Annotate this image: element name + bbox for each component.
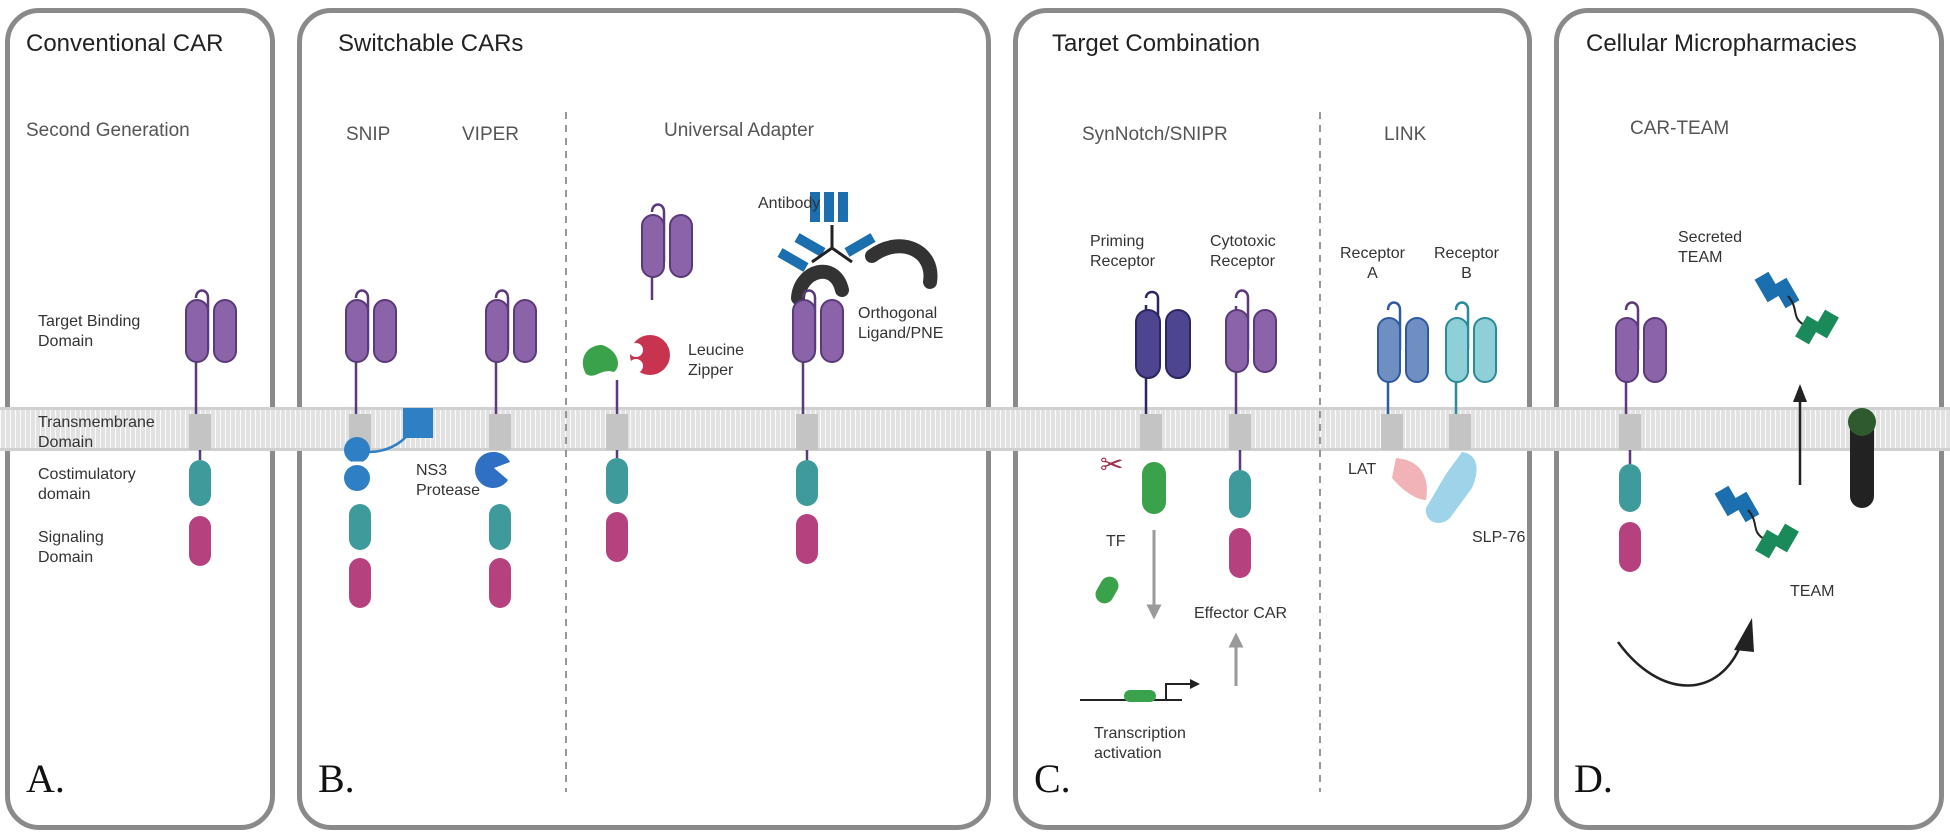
link-receptor-b xyxy=(1425,301,1497,523)
tf-released xyxy=(1095,576,1119,604)
label-antibody: Antibody xyxy=(758,195,821,212)
label-team: TEAM xyxy=(1790,583,1835,600)
panel-c-letter: C. xyxy=(1034,756,1071,801)
panel-b-letter: B. xyxy=(318,756,355,801)
zipper-adapter-icon xyxy=(582,345,618,376)
priming-receptor: ✂ xyxy=(1080,290,1244,702)
subtitle-viper: VIPER xyxy=(462,124,520,145)
antibody-icon xyxy=(777,192,876,272)
car-snip xyxy=(344,289,433,608)
secreted-team-icon xyxy=(1754,271,1839,345)
protease-icon xyxy=(475,451,510,488)
subtitle-car-team: CAR-TEAM xyxy=(1630,118,1730,139)
panel-c-title: Target Combination xyxy=(1052,30,1261,57)
link-receptor-a xyxy=(1377,301,1429,500)
car-conventional xyxy=(185,289,237,566)
subtitle-snip: SNIP xyxy=(346,124,391,145)
transmembrane-domain xyxy=(189,414,211,450)
label-effector-car: Effector CAR xyxy=(1194,605,1288,622)
subtitle-universal-adapter: Universal Adapter xyxy=(664,120,814,141)
label-lat: LAT xyxy=(1348,461,1377,478)
car-team-receptor xyxy=(1615,301,1667,572)
ns3-protease-icon xyxy=(344,437,370,463)
secretion-channel-icon xyxy=(1848,408,1876,508)
panel-a-subtitle: Second Generation xyxy=(26,120,190,141)
label-slp76: SLP-76 xyxy=(1472,529,1526,546)
drug-switch-icon xyxy=(403,408,433,438)
tf-domain xyxy=(1142,462,1166,514)
team-icon xyxy=(1714,485,1799,559)
scissors-icon: ✂ xyxy=(1100,449,1123,480)
car-leucine-zipper xyxy=(582,203,693,562)
slp76-icon xyxy=(1425,452,1477,523)
binding-domain xyxy=(185,299,209,363)
car-orthogonal xyxy=(777,192,938,564)
cytotoxic-receptor xyxy=(1225,289,1277,578)
binding-domain xyxy=(213,299,237,363)
car-viper xyxy=(475,289,537,608)
adapter-hook-icon xyxy=(865,239,938,289)
panel-b-title: Switchable CARs xyxy=(338,30,524,57)
panel-d-title: Cellular Micropharmacies xyxy=(1586,30,1857,57)
subtitle-synnotch: SynNotch/SNIPR xyxy=(1082,124,1228,145)
label-tf: TF xyxy=(1106,533,1126,550)
lat-icon xyxy=(1392,458,1427,500)
expression-arrow xyxy=(1616,641,1744,687)
panel-d-letter: D. xyxy=(1574,756,1613,801)
ns3-protease-icon xyxy=(344,465,370,491)
panel-a-title: Conventional CAR xyxy=(26,30,224,57)
adapter-hook-icon xyxy=(791,264,849,305)
subtitle-link: LINK xyxy=(1384,124,1427,145)
costimulatory-domain xyxy=(189,460,211,506)
signaling-domain xyxy=(189,516,211,566)
panel-a-letter: A. xyxy=(26,756,65,801)
